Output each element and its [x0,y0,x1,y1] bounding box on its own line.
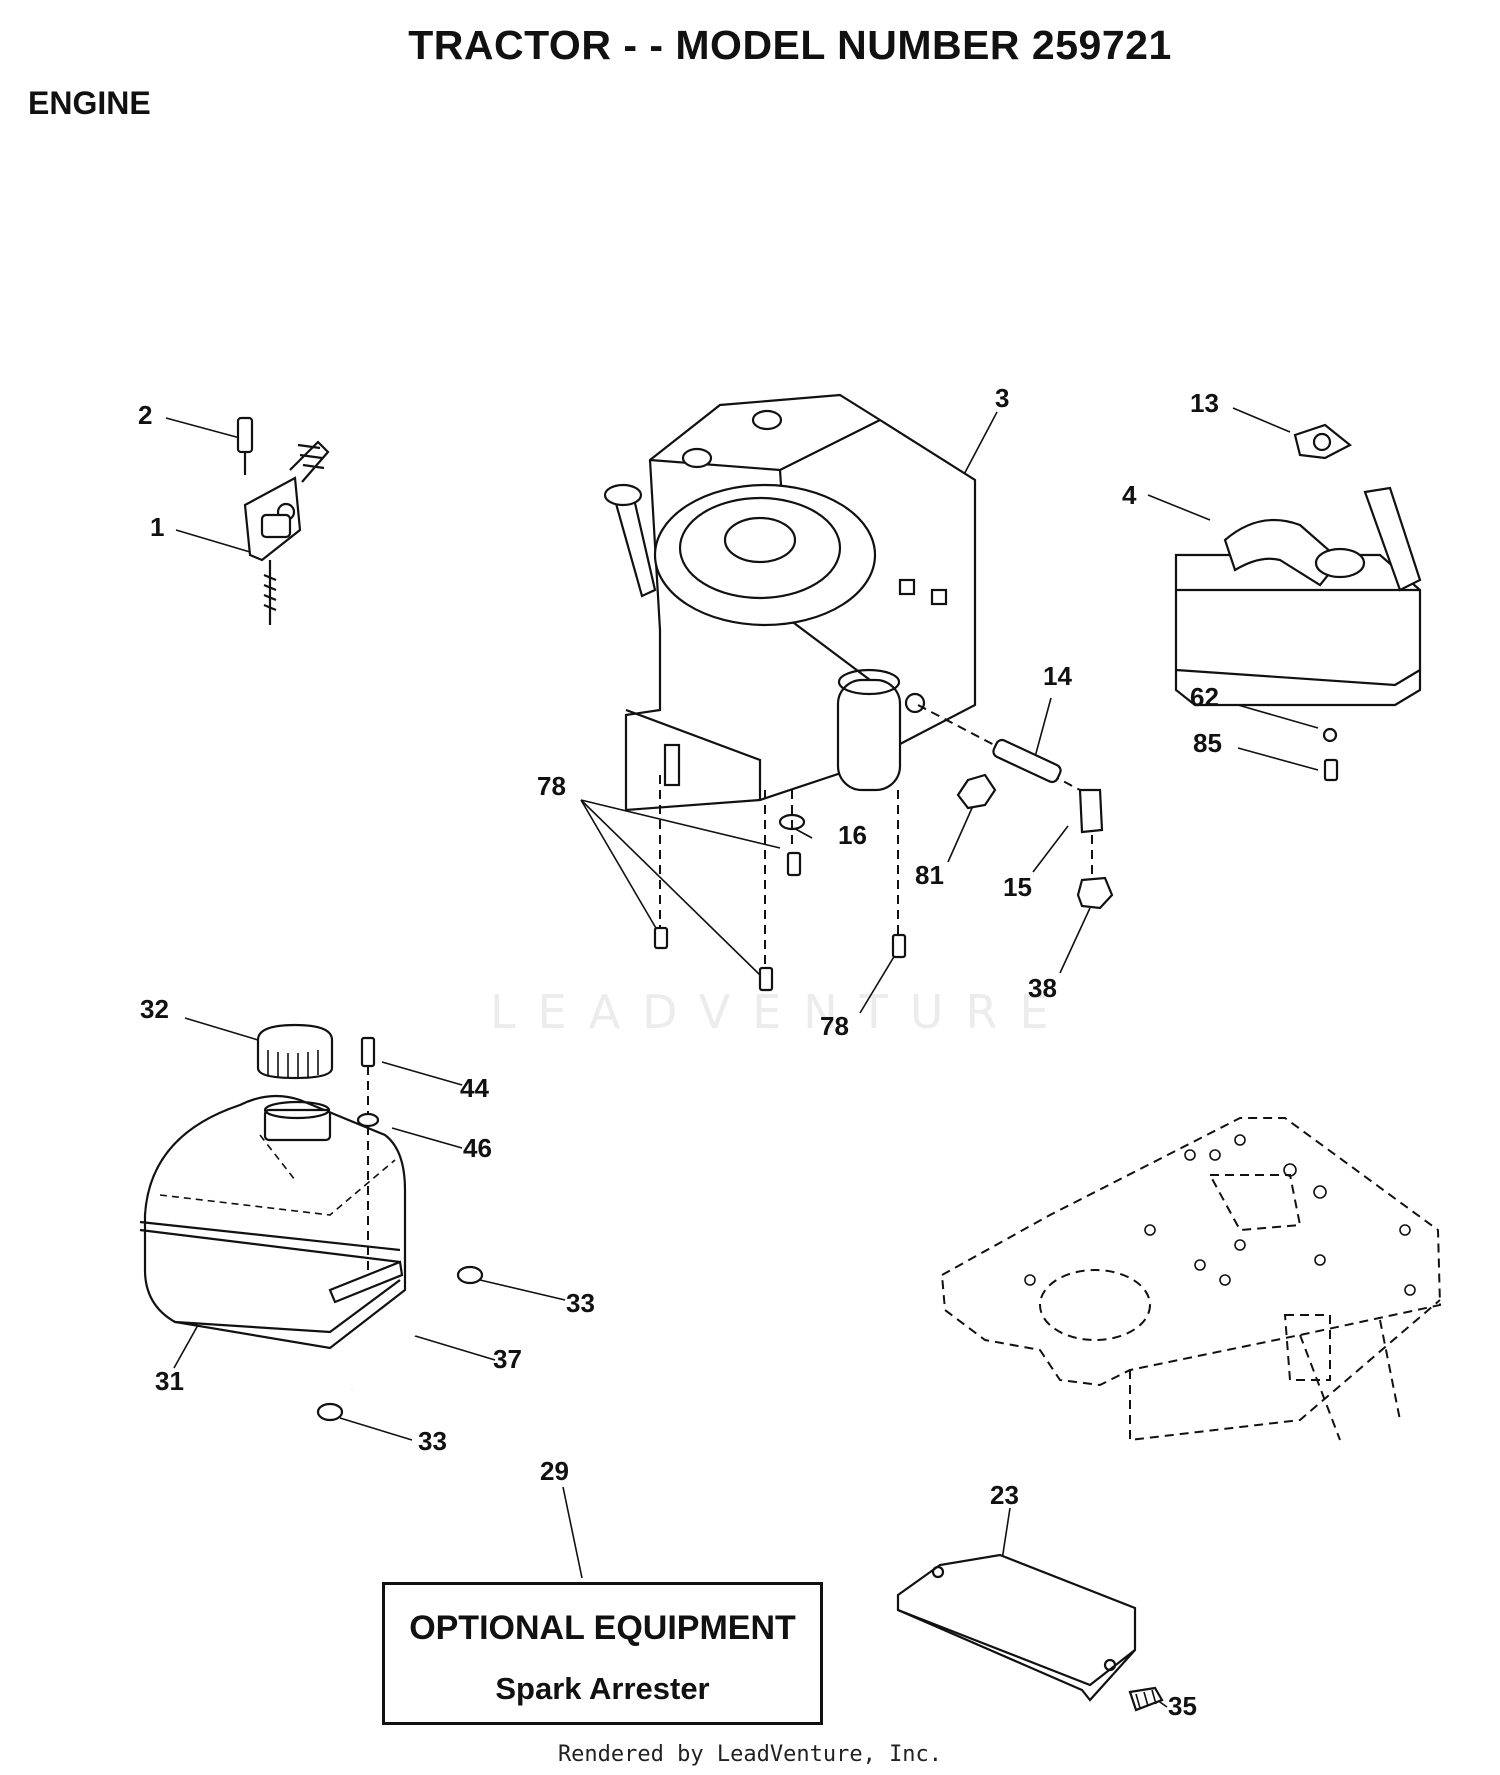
callout-38: 38 [1028,973,1057,1003]
callout-33: 33 [418,1426,447,1456]
section-title: ENGINE [28,85,151,121]
callout-32: 32 [140,994,169,1024]
watermark-text: LEADVENTURE [490,985,1071,1039]
callout-2: 2 [138,400,153,430]
callout-13: 13 [1190,388,1219,418]
callout-16: 16 [838,820,867,850]
fuel-tank-drawing [139,1023,484,1422]
optional-equipment-box: OPTIONAL EQUIPMENT Spark Arrester [382,1582,823,1725]
muffler-drawing [1174,423,1422,782]
callout-85: 85 [1193,728,1222,758]
callout-14: 14 [1043,661,1072,691]
callout-3: 3 [995,383,1010,413]
callout-78: 78 [820,1011,849,1041]
throttle-control-drawing [236,416,330,625]
fittings-drawing [653,704,1114,992]
callout-62: 62 [1190,682,1219,712]
callout-44: 44 [460,1073,489,1103]
callout-78: 78 [537,771,566,801]
engine-drawing [603,393,977,812]
callout-46: 46 [463,1133,492,1163]
callout-31: 31 [155,1366,184,1396]
chassis-outline-drawing [940,1117,1442,1442]
callout-81: 81 [915,860,944,890]
callout-4: 4 [1122,480,1137,510]
callout-37: 37 [493,1344,522,1374]
callout-35: 35 [1168,1691,1197,1721]
callout-29: 29 [540,1456,569,1486]
callout-23: 23 [990,1480,1019,1510]
optional-equipment-item: Spark Arrester [495,1671,710,1706]
optional-equipment-title: OPTIONAL EQUIPMENT [409,1609,796,1647]
spark-arrester-drawing [896,1553,1164,1712]
render-credit: Rendered by LeadVenture, Inc. [557,1742,943,1767]
page-title: TRACTOR - - MODEL NUMBER 259721 [408,22,1172,68]
callout-33: 33 [566,1288,595,1318]
callout-15: 15 [1003,872,1032,902]
callout-1: 1 [150,512,165,542]
